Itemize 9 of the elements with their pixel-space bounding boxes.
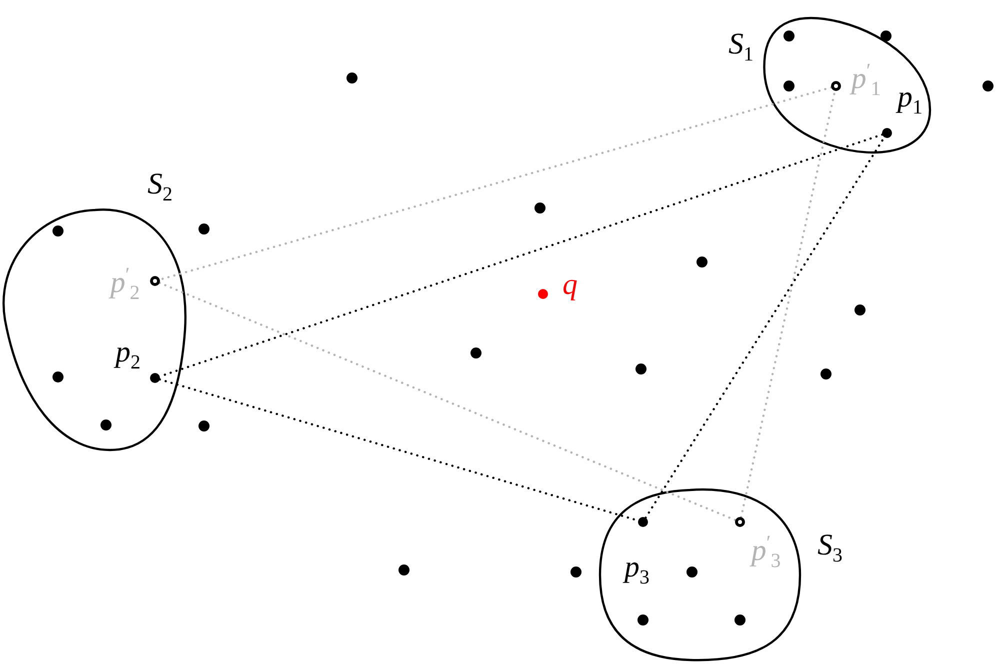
- point-label: p$_{1}$: [898, 82, 922, 118]
- point-label: p$_{2}$: [116, 338, 140, 372]
- point-label: p$_{3}$: [624, 552, 650, 588]
- point-label: q: [562, 270, 578, 300]
- dotted-line: [158, 282, 736, 522]
- dotted-line: [158, 86, 832, 281]
- set-label: S$_{1}$: [728, 30, 754, 64]
- set-label: S$_{2}$: [148, 170, 172, 204]
- set-label: S$_{3}$: [818, 530, 842, 566]
